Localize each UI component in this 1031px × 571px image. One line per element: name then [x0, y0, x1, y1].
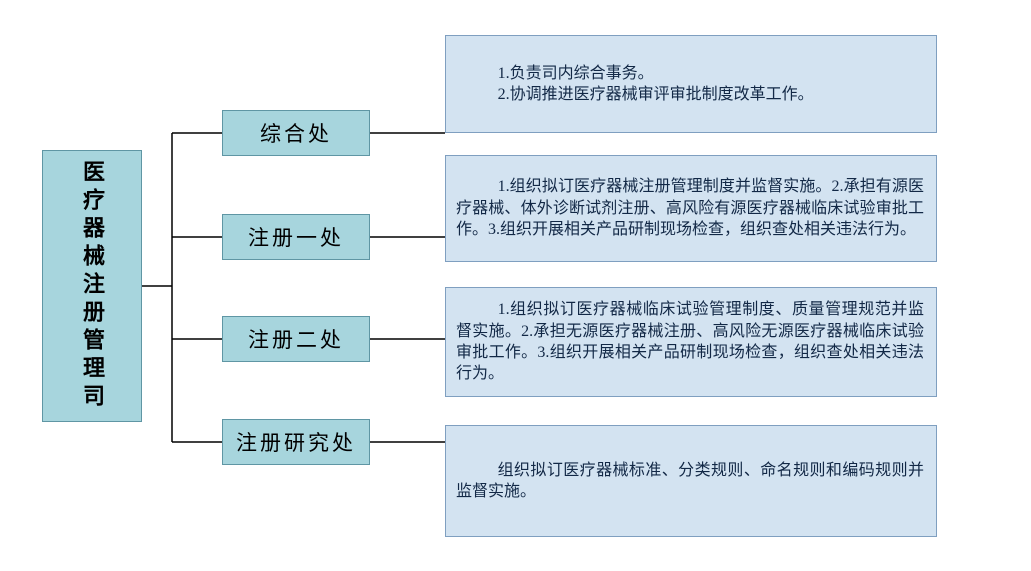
desc-paragraph: 组织拟订医疗器械标准、分类规则、命名规则和编码规则并监督实施。: [456, 461, 924, 500]
branch-node-label: 注册研究处: [236, 431, 356, 455]
desc-box-zhuce-yanjiuchu: 组织拟订医疗器械标准、分类规则、命名规则和编码规则并监督实施。: [445, 425, 937, 537]
desc-box-zhuce-erchu: 1.组织拟订医疗器械临床试验管理制度、质量管理规范并监督实施。2.承担无源医疗器…: [445, 287, 937, 397]
desc-paragraph: 2.协调推进医疗器械审评审批制度改革工作。: [497, 86, 814, 103]
branch-node-label: 综合处: [260, 122, 332, 146]
branch-node-label: 注册一处: [248, 226, 344, 250]
desc-box-zonghechu: 1.负责司内综合事务。 2.协调推进医疗器械审评审批制度改革工作。: [445, 35, 937, 133]
branch-node-zonghechu: 综合处: [222, 110, 370, 156]
branch-node-zhuce-erchu: 注册二处: [222, 316, 370, 362]
branch-node-zhuce-yanjiuchu: 注册研究处: [222, 419, 370, 465]
desc-paragraph: 1.负责司内综合事务。: [497, 64, 654, 82]
desc-paragraph: 1.组织拟订医疗器械注册管理制度并监督实施。2.承担有源医疗器械、体外诊断试剂注…: [456, 178, 924, 239]
branch-node-zhuce-yichu: 注册一处: [222, 214, 370, 260]
root-node: 医疗器械注册管理司: [42, 150, 142, 422]
desc-paragraph: 1.组织拟订医疗器械临床试验管理制度、质量管理规范并监督实施。2.承担无源医疗器…: [456, 301, 924, 383]
desc-box-zhuce-yichu: 1.组织拟订医疗器械注册管理制度并监督实施。2.承担有源医疗器械、体外诊断试剂注…: [445, 155, 937, 262]
branch-node-label: 注册二处: [248, 328, 344, 352]
root-node-label: 医疗器械注册管理司: [80, 160, 105, 412]
